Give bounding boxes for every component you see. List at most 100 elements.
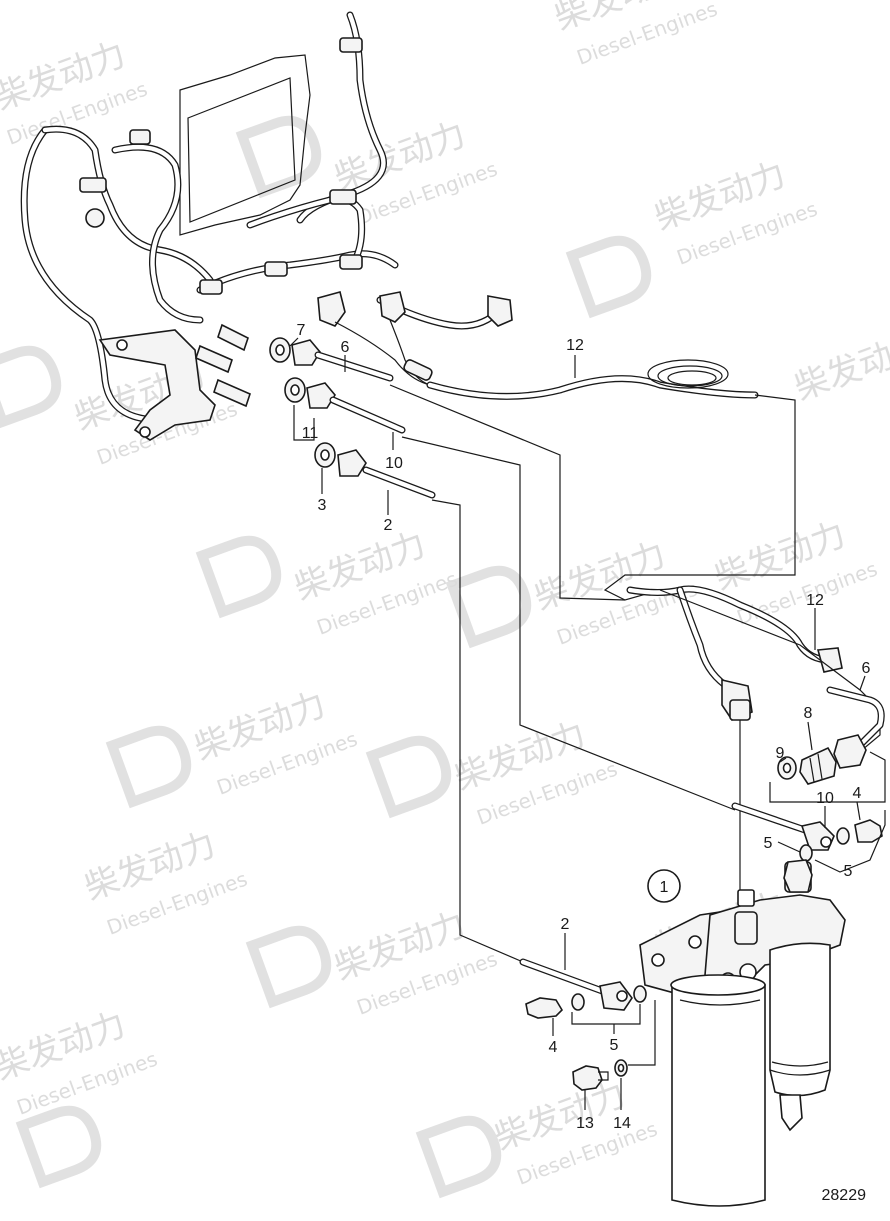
pipe-clamp [264,261,288,277]
callout-6-upper: 6 [341,339,350,356]
callout-5-right: 5 [844,863,853,880]
drawing-number: 28229 [822,1187,867,1204]
hose-12-coil [647,359,729,389]
leader-6-right [859,675,866,691]
callout-7: 7 [297,322,306,339]
watermark-logo [365,735,452,819]
union-nut-6 [291,339,321,366]
fuel-filter-assembly [639,859,846,1207]
sealing-washer-5-left [799,844,813,862]
upper-pipe-fittings [269,337,436,499]
hose-12-branch [389,319,431,386]
sealing-washer-5-right [836,827,850,845]
elbow-connector-right [816,647,843,673]
callout-5-lower: 5 [610,1037,619,1054]
hose-sleeve [403,359,433,381]
union-nut-2 [337,449,367,477]
callout-labels: 1 12 6 7 11 10 3 2 12 6 8 9 10 4 5 5 2 4… [297,322,871,1132]
callout-bracket-9-8 [769,751,886,803]
pipe-clamp [329,189,357,205]
route-line-10 [401,436,736,811]
engine-pipework-assembly [20,11,513,441]
union-nut-10 [306,382,336,409]
callout-11: 11 [302,425,319,442]
callout-bracket-11 [293,405,315,441]
banjo-fitting [85,208,105,228]
pipe-clamp [339,254,363,270]
pipe-clamp [339,37,363,53]
engine-bracket-plate [179,54,311,236]
connector-nut [729,699,751,721]
callout-bracket-5-lower [571,1004,641,1025]
watermark-logo [235,115,322,199]
pipe-clamp [199,279,223,295]
watermark-logo [565,235,652,319]
elbow-connector [317,291,346,327]
banjo-2-lower [599,981,633,1011]
route-line-filter [628,1000,656,1066]
right-pipe-10-group [731,802,886,873]
callout-4-lower: 4 [549,1039,558,1056]
callout-12-upper: 12 [566,337,584,354]
watermark-logo [0,345,62,429]
elbow-connector [487,295,513,327]
leader-lines [289,337,866,1110]
banjo-bolt-4-right [854,819,883,843]
callout-2-lower: 2 [561,916,570,933]
bolt-13-group [572,1059,628,1091]
right-fittings-group [769,686,886,803]
engine-bracket-inner [187,77,296,223]
bracket-bolt [116,339,128,351]
leader-5-right-a [777,841,801,853]
callout-2-upper: 2 [384,517,393,534]
lower-pipe-2-group [519,958,647,1025]
watermark-cn: 柴发动力 [789,324,890,408]
sealing-washer-5-lower-b [633,985,647,1003]
leader-4-right [856,801,861,821]
spring-fitting [213,378,251,408]
callout-8: 8 [804,705,813,722]
leader-9 [779,757,787,763]
pipe-mid-2 [196,250,399,294]
sealing-washer-5-lower-a [571,993,585,1011]
watermark-logo [15,1105,102,1189]
banjo-bolt-4-lower [525,997,564,1019]
elbow-connector [379,291,406,323]
leader-8 [807,721,813,751]
drain-valve [779,1094,803,1132]
callout-12-right: 12 [806,592,824,609]
bracket-bolt [139,426,151,438]
callout-5-left: 5 [764,835,773,852]
hand-primer [783,859,813,893]
pipe-clamp [129,129,151,145]
callout-6-right: 6 [862,660,871,677]
union-nut-6-right [833,734,867,769]
callout-circle-1 [647,869,681,903]
spring-fitting [195,344,233,374]
adapter-8 [799,746,837,785]
watermark-logo [105,725,192,809]
filter-canister-main [671,979,766,1207]
callout-4-right: 4 [853,785,862,802]
head-fitting [734,911,758,945]
watermark-logo [445,565,532,649]
watermark-logo [245,925,332,1009]
bolt-13 [572,1065,603,1091]
callout-10-right: 10 [816,790,834,807]
filter-canister-separator [769,942,831,1097]
callout-14: 14 [613,1115,631,1132]
pipe-clamp [79,177,107,193]
watermark-logo [195,535,282,619]
watermark-logo [415,1115,502,1199]
spring-fitting [217,323,249,352]
callout-3: 3 [318,497,327,514]
hose-12-assembly [334,319,843,721]
callout-1: 1 [660,879,669,896]
route-line-2 [431,499,524,963]
hose-12-coil [657,365,723,387]
callout-bracket-5-right [814,810,886,873]
callout-13: 13 [576,1115,594,1132]
callout-9: 9 [776,745,785,762]
hose-12-branch [334,321,431,386]
